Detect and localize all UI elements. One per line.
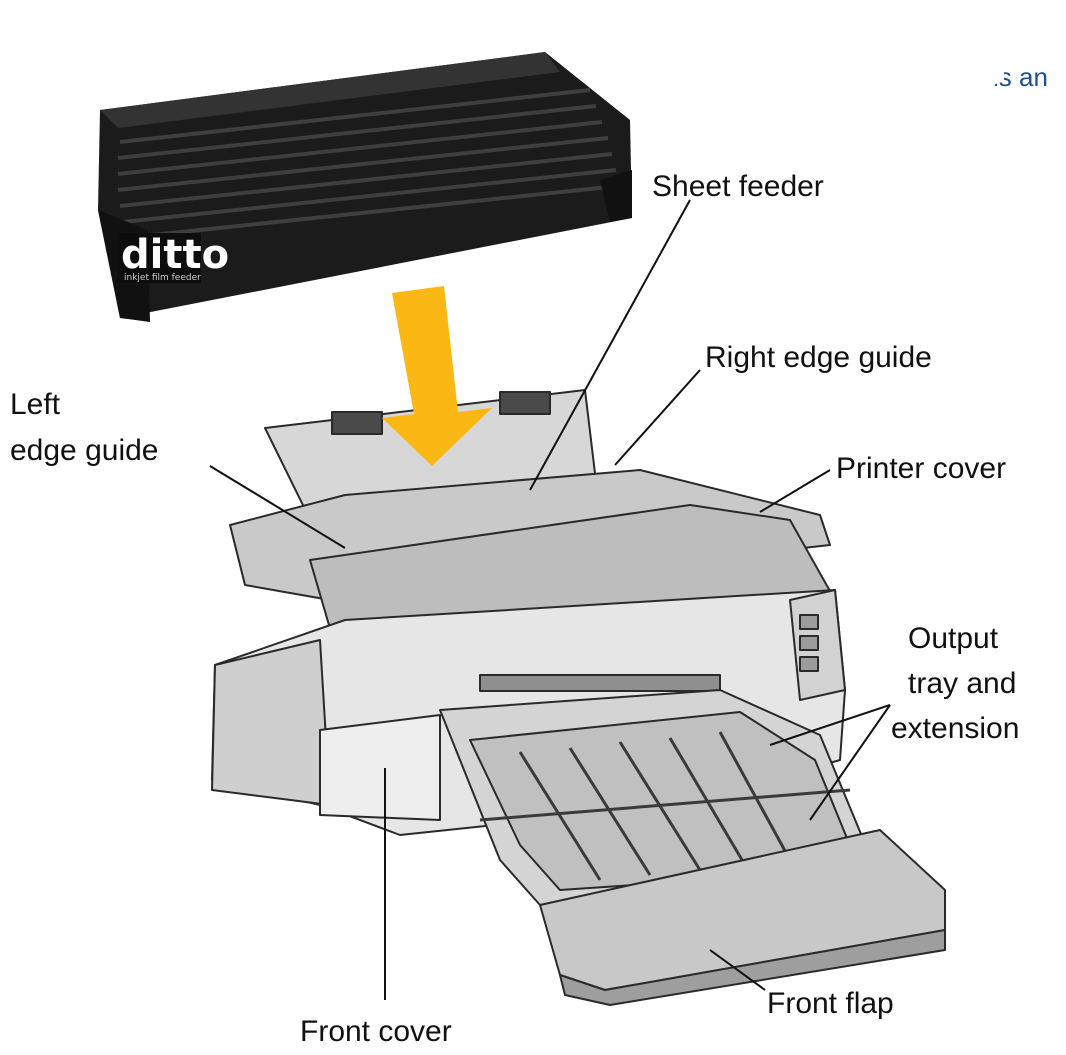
ditto-logo-tagline: inkjet film feeder <box>124 273 201 283</box>
printer-illustration <box>211 389 946 1006</box>
front-cover-shape <box>319 714 441 821</box>
ditto-logo: ditto inkjet film feeder <box>117 232 229 283</box>
leader-lines <box>209 199 891 1000</box>
label-front-flap: Front flap <box>767 987 894 1020</box>
label-front-cover: Front cover <box>300 1015 452 1048</box>
insert-arrow-icon <box>382 286 492 466</box>
right-edge-guide-tab <box>499 391 551 415</box>
label-left-edge-guide-line2: edge guide <box>10 434 158 467</box>
label-output-tray-line3: extension <box>891 712 1019 745</box>
ditto-feeder-image: ditto inkjet film feeder <box>92 25 1004 350</box>
label-output-tray-line2: tray and <box>908 667 1016 700</box>
label-output-tray-line1: Output <box>908 622 999 655</box>
label-left-edge-guide-line1: Left <box>10 388 61 421</box>
ditto-logo-text: ditto <box>121 232 229 278</box>
label-right-edge-guide: Right edge guide <box>705 341 932 374</box>
label-printer-cover: Printer cover <box>836 452 1006 485</box>
left-edge-guide-tab <box>331 411 383 435</box>
label-sheet-feeder: Sheet feeder <box>652 170 824 203</box>
